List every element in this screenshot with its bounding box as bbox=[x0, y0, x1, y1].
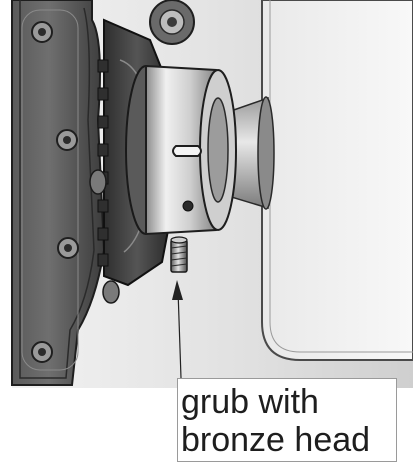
grub-screw-icon bbox=[170, 236, 188, 273]
right-block bbox=[261, 0, 413, 361]
collar-slot bbox=[172, 145, 202, 157]
right-block-edge bbox=[269, 0, 413, 353]
collar bbox=[125, 64, 237, 236]
callout-label: grub with bronze head bbox=[177, 378, 397, 462]
floor-band bbox=[0, 388, 177, 473]
leader-arrow-icon bbox=[172, 280, 183, 379]
shaft-shoulder bbox=[257, 96, 275, 210]
callout-line-1: grub with bbox=[181, 383, 319, 421]
mounting-bolt-icon bbox=[31, 21, 53, 43]
mounting-bolt-icon bbox=[56, 129, 78, 151]
callout-line-2: bronze head bbox=[181, 421, 371, 459]
top-boss bbox=[149, 0, 195, 45]
side-pin bbox=[89, 169, 120, 304]
mounting-bolt-icon bbox=[31, 341, 53, 363]
mounting-bolt-icon bbox=[57, 237, 79, 259]
housing-inner-line bbox=[19, 0, 95, 379]
grub-hole bbox=[182, 200, 194, 212]
housing-face bbox=[21, 9, 79, 371]
